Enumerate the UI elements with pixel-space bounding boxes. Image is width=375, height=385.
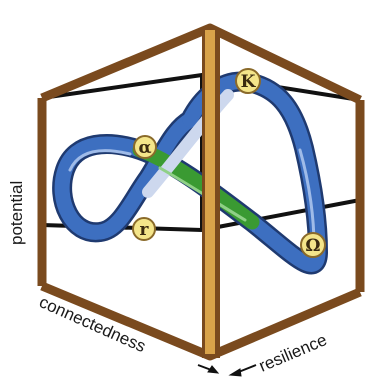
axis-label-resilience: resilience <box>256 330 330 376</box>
phase-label-r: r <box>140 220 150 240</box>
axis-label-potential: potential <box>7 181 26 245</box>
phase-node-alpha: α <box>134 136 156 158</box>
resilience-arrow-head <box>230 369 241 376</box>
phase-node-r: r <box>133 218 155 240</box>
connectedness-arrow-head <box>208 366 218 373</box>
phase-label-kappa: K <box>241 72 257 92</box>
phase-node-omega: Ω <box>301 233 325 257</box>
phase-node-kappa: K <box>236 69 260 93</box>
adaptive-cycle-ribbon <box>62 82 318 265</box>
phase-label-alpha: α <box>138 138 151 158</box>
arrow-icon <box>198 365 256 376</box>
front-pillar-highlight <box>205 30 215 354</box>
phase-label-omega: Ω <box>305 236 320 256</box>
front-pillar <box>202 28 220 358</box>
